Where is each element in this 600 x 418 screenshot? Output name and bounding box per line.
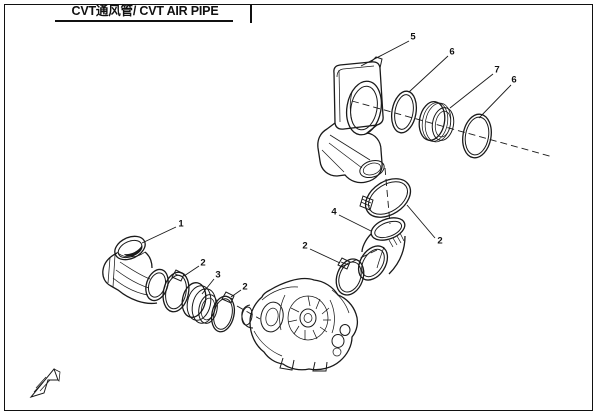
clamp-left-a-icon bbox=[162, 269, 190, 313]
clamp-top-icon bbox=[359, 178, 412, 218]
callout-2-top: 2 bbox=[437, 235, 443, 247]
direction-arrow-icon bbox=[29, 368, 61, 398]
clamp-middle-icon bbox=[335, 257, 365, 296]
title-box-divider bbox=[250, 4, 252, 23]
part-5-intake-duct-icon bbox=[317, 56, 385, 184]
callout-2-middle: 2 bbox=[302, 240, 308, 252]
drawing-border bbox=[4, 4, 593, 411]
part-7-cap-icon bbox=[418, 101, 455, 143]
callout-2-left-b: 2 bbox=[242, 281, 248, 293]
part-1-inlet-duct-icon bbox=[102, 235, 169, 305]
part-6-seal-ring-right-icon bbox=[462, 113, 492, 159]
part-6-seal-ring-left-icon bbox=[390, 90, 418, 134]
callout-1: 1 bbox=[178, 218, 184, 230]
page-title: CVT通风管/ CVT AIR PIPE bbox=[71, 4, 219, 18]
title-underline bbox=[55, 19, 233, 22]
callout-2-left-a: 2 bbox=[200, 257, 206, 269]
callout-4: 4 bbox=[331, 206, 337, 218]
callout-leader-lines bbox=[141, 40, 512, 298]
clamp-left-b-icon bbox=[210, 291, 236, 333]
callout-3: 3 bbox=[215, 269, 221, 281]
callout-6-right: 6 bbox=[511, 74, 517, 86]
callout-6-left: 6 bbox=[449, 46, 455, 58]
cvt-housing-icon bbox=[241, 277, 359, 372]
callout-5: 5 bbox=[410, 31, 416, 43]
callout-7: 7 bbox=[494, 64, 500, 76]
